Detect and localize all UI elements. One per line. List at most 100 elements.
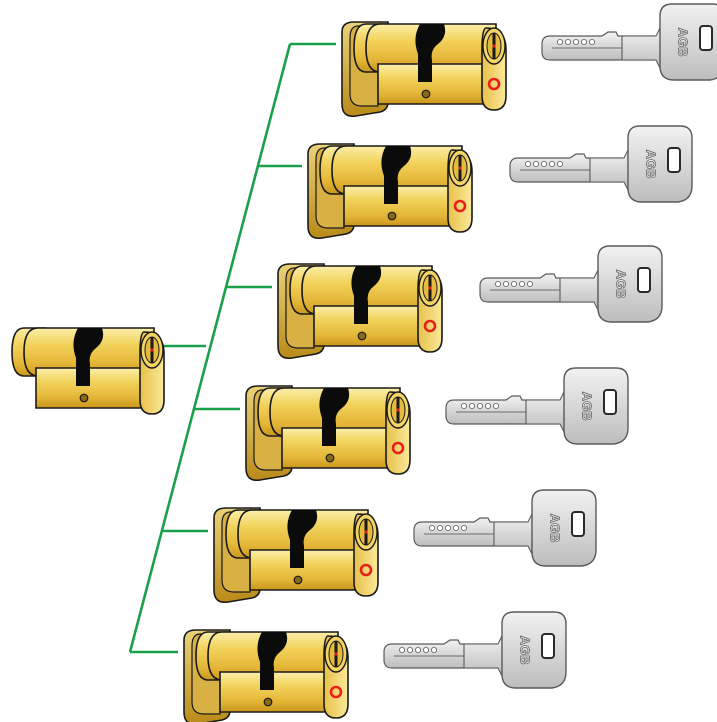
key-dimple (460, 524, 468, 532)
key-dimple (436, 524, 444, 532)
key: AGB (479, 245, 663, 323)
key-bow-hole (541, 633, 555, 659)
key-shoulder (559, 269, 599, 311)
key-shoulder (589, 149, 629, 191)
cylinder-lower-body (377, 63, 495, 105)
cylinder-lower-body (313, 305, 431, 347)
key-dimple (492, 402, 500, 410)
key-shoulder (621, 27, 661, 69)
indicator-ring (487, 77, 501, 91)
cylinder-lower-body (343, 185, 461, 227)
connector-trunk (128, 43, 292, 653)
cam-slot (351, 266, 382, 324)
key-dimple (484, 402, 492, 410)
key-dimple (422, 646, 430, 654)
key-dimple (468, 402, 476, 410)
fixing-screw-hole (79, 393, 89, 403)
keyway-pin (150, 348, 154, 352)
branch-5: AGB (213, 489, 597, 604)
key-bow-hole (603, 389, 617, 415)
fixing-screw-hole (387, 211, 397, 221)
key-shoulder (493, 513, 533, 555)
fixing-screw-hole (325, 453, 335, 463)
key: AGB (445, 367, 629, 445)
cam-slot (287, 510, 318, 568)
key-dimple (548, 160, 556, 168)
cylinder-lower-body (219, 671, 337, 713)
cylinder-lower-body (35, 367, 153, 409)
keyway-pin (396, 408, 400, 412)
key-dimple (524, 160, 532, 168)
indicator-ring (359, 563, 373, 577)
branch-6: AGB (183, 611, 567, 722)
key-logo-text: AGB (518, 636, 533, 665)
key-logo-text: AGB (644, 150, 659, 179)
key-bow (627, 125, 693, 203)
key-shoulder (463, 635, 503, 677)
key-logo-text: AGB (676, 28, 691, 57)
key-dimple (414, 646, 422, 654)
connector-lines (128, 42, 336, 654)
cylinder (277, 263, 443, 360)
branch-4: AGB (245, 367, 629, 482)
branch-1: AGB (341, 3, 717, 118)
key-dimple (444, 524, 452, 532)
key-dimple (540, 160, 548, 168)
cam-slot (257, 632, 288, 690)
cylinder (245, 385, 411, 482)
cylinder (341, 21, 507, 118)
key-dimple (398, 646, 406, 654)
key-bow-hole (699, 25, 713, 51)
key-bow-hole (637, 267, 651, 293)
key-logo-text: AGB (580, 392, 595, 421)
cylinder (307, 143, 473, 240)
cam-slot (73, 328, 104, 386)
indicator-ring (391, 441, 405, 455)
keyway-pin (364, 530, 368, 534)
indicator-ring (329, 685, 343, 699)
key-dimple (502, 280, 510, 288)
key-dimple (526, 280, 534, 288)
cylinder (183, 629, 349, 722)
indicator-ring (423, 319, 437, 333)
keyway-pin (428, 286, 432, 290)
cam-slot (415, 24, 446, 82)
cylinder (213, 507, 379, 604)
key-dimple (428, 524, 436, 532)
key-dimple (460, 402, 468, 410)
key-dimple (588, 38, 596, 46)
cam-slot (319, 388, 350, 446)
fixing-screw-hole (421, 89, 431, 99)
indicator-ring (453, 199, 467, 213)
keyway-pin (492, 44, 496, 48)
key-bow (501, 611, 567, 689)
cam-slot (381, 146, 412, 204)
key-dimple (532, 160, 540, 168)
key-dimple (406, 646, 414, 654)
key-dimple (580, 38, 588, 46)
key-bow (659, 3, 717, 81)
key-dimple (556, 160, 564, 168)
fixing-screw-hole (357, 331, 367, 341)
key-dimple (572, 38, 580, 46)
key-dimple (476, 402, 484, 410)
key-bow-hole (571, 511, 585, 537)
key-bow (563, 367, 629, 445)
key: AGB (509, 125, 693, 203)
keyway-pin (458, 166, 462, 170)
key-bow (597, 245, 663, 323)
key-dimple (452, 524, 460, 532)
key: AGB (541, 3, 717, 81)
key-shoulder (525, 391, 565, 433)
keyway-pin (334, 652, 338, 656)
fixing-screw-hole (263, 697, 273, 707)
key-dimple (564, 38, 572, 46)
key-dimple (430, 646, 438, 654)
key-dimple (518, 280, 526, 288)
branch-2: AGB (307, 125, 693, 240)
cylinder-lower-body (281, 427, 399, 469)
master-cylinder (11, 327, 165, 415)
cylinder (11, 327, 165, 415)
